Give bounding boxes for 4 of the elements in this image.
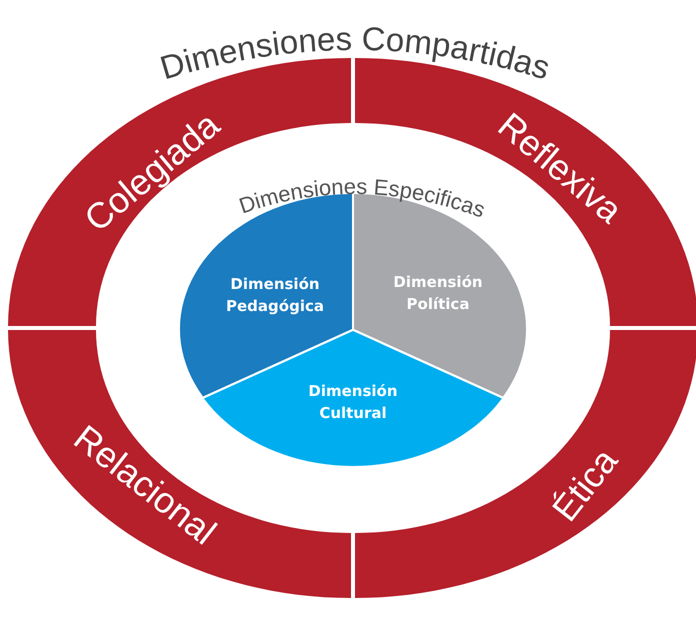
slice-label: Dimensión Cultural: [307, 381, 399, 424]
curved-heading: Dimensiones Compartidas: [156, 20, 554, 86]
slice-label: Dimensión Política: [392, 272, 484, 315]
slice-label: Dimensión Pedagógica: [225, 274, 325, 317]
